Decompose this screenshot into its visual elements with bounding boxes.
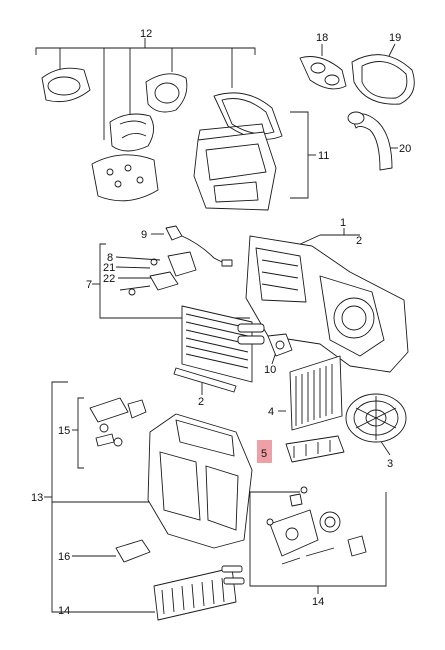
- label-10: 10: [264, 364, 276, 376]
- heater-core-14: [153, 565, 245, 621]
- drain-hose-20: [347, 111, 393, 171]
- label-20: 20: [399, 143, 411, 155]
- label-13: 13: [31, 492, 43, 504]
- label-4: 4: [268, 406, 274, 418]
- blower-motor-3: [345, 393, 407, 443]
- label-11: 11: [318, 150, 329, 162]
- label-14-left: 14: [58, 605, 70, 617]
- grommet-18: [299, 56, 347, 90]
- label-2-lower: 2: [198, 396, 204, 408]
- label-12: 12: [140, 28, 152, 40]
- highlight-marker-5: [257, 440, 272, 463]
- callout-numbers: 12 18 19 20 11 1 2 9 8 21 22 7 2 10 4 3 …: [31, 28, 411, 617]
- lower-housing-13: [147, 413, 253, 549]
- label-16: 16: [58, 551, 70, 563]
- filter-holder-5: [257, 435, 345, 463]
- label-21: 21: [103, 262, 115, 274]
- actuator-set-14: [266, 486, 367, 565]
- label-3: 3: [387, 458, 393, 470]
- small-parts-15: [89, 397, 147, 447]
- label-22: 22: [103, 273, 115, 285]
- label-19: 19: [389, 32, 401, 44]
- label-7: 7: [86, 279, 92, 291]
- evaporator-2: [173, 305, 265, 393]
- label-8: 8: [107, 252, 113, 264]
- label-15: 15: [58, 425, 70, 437]
- valve-10: [267, 333, 293, 357]
- seal-set-12: [41, 67, 283, 202]
- seal-ring-19: [351, 54, 415, 105]
- sensor-group: [119, 225, 233, 296]
- distributor-housing-11: [193, 123, 277, 211]
- label-9: 9: [141, 229, 147, 241]
- label-14-right: 14: [312, 596, 324, 608]
- label-5: 5: [261, 448, 267, 460]
- callout-lines: [35, 38, 398, 613]
- label-18: 18: [316, 32, 328, 44]
- label-2-upper: 2: [356, 235, 362, 247]
- clip-16: [115, 539, 151, 563]
- heater-housing-1: [245, 235, 409, 373]
- label-1: 1: [340, 217, 346, 229]
- pollen-filter-4: [289, 355, 343, 431]
